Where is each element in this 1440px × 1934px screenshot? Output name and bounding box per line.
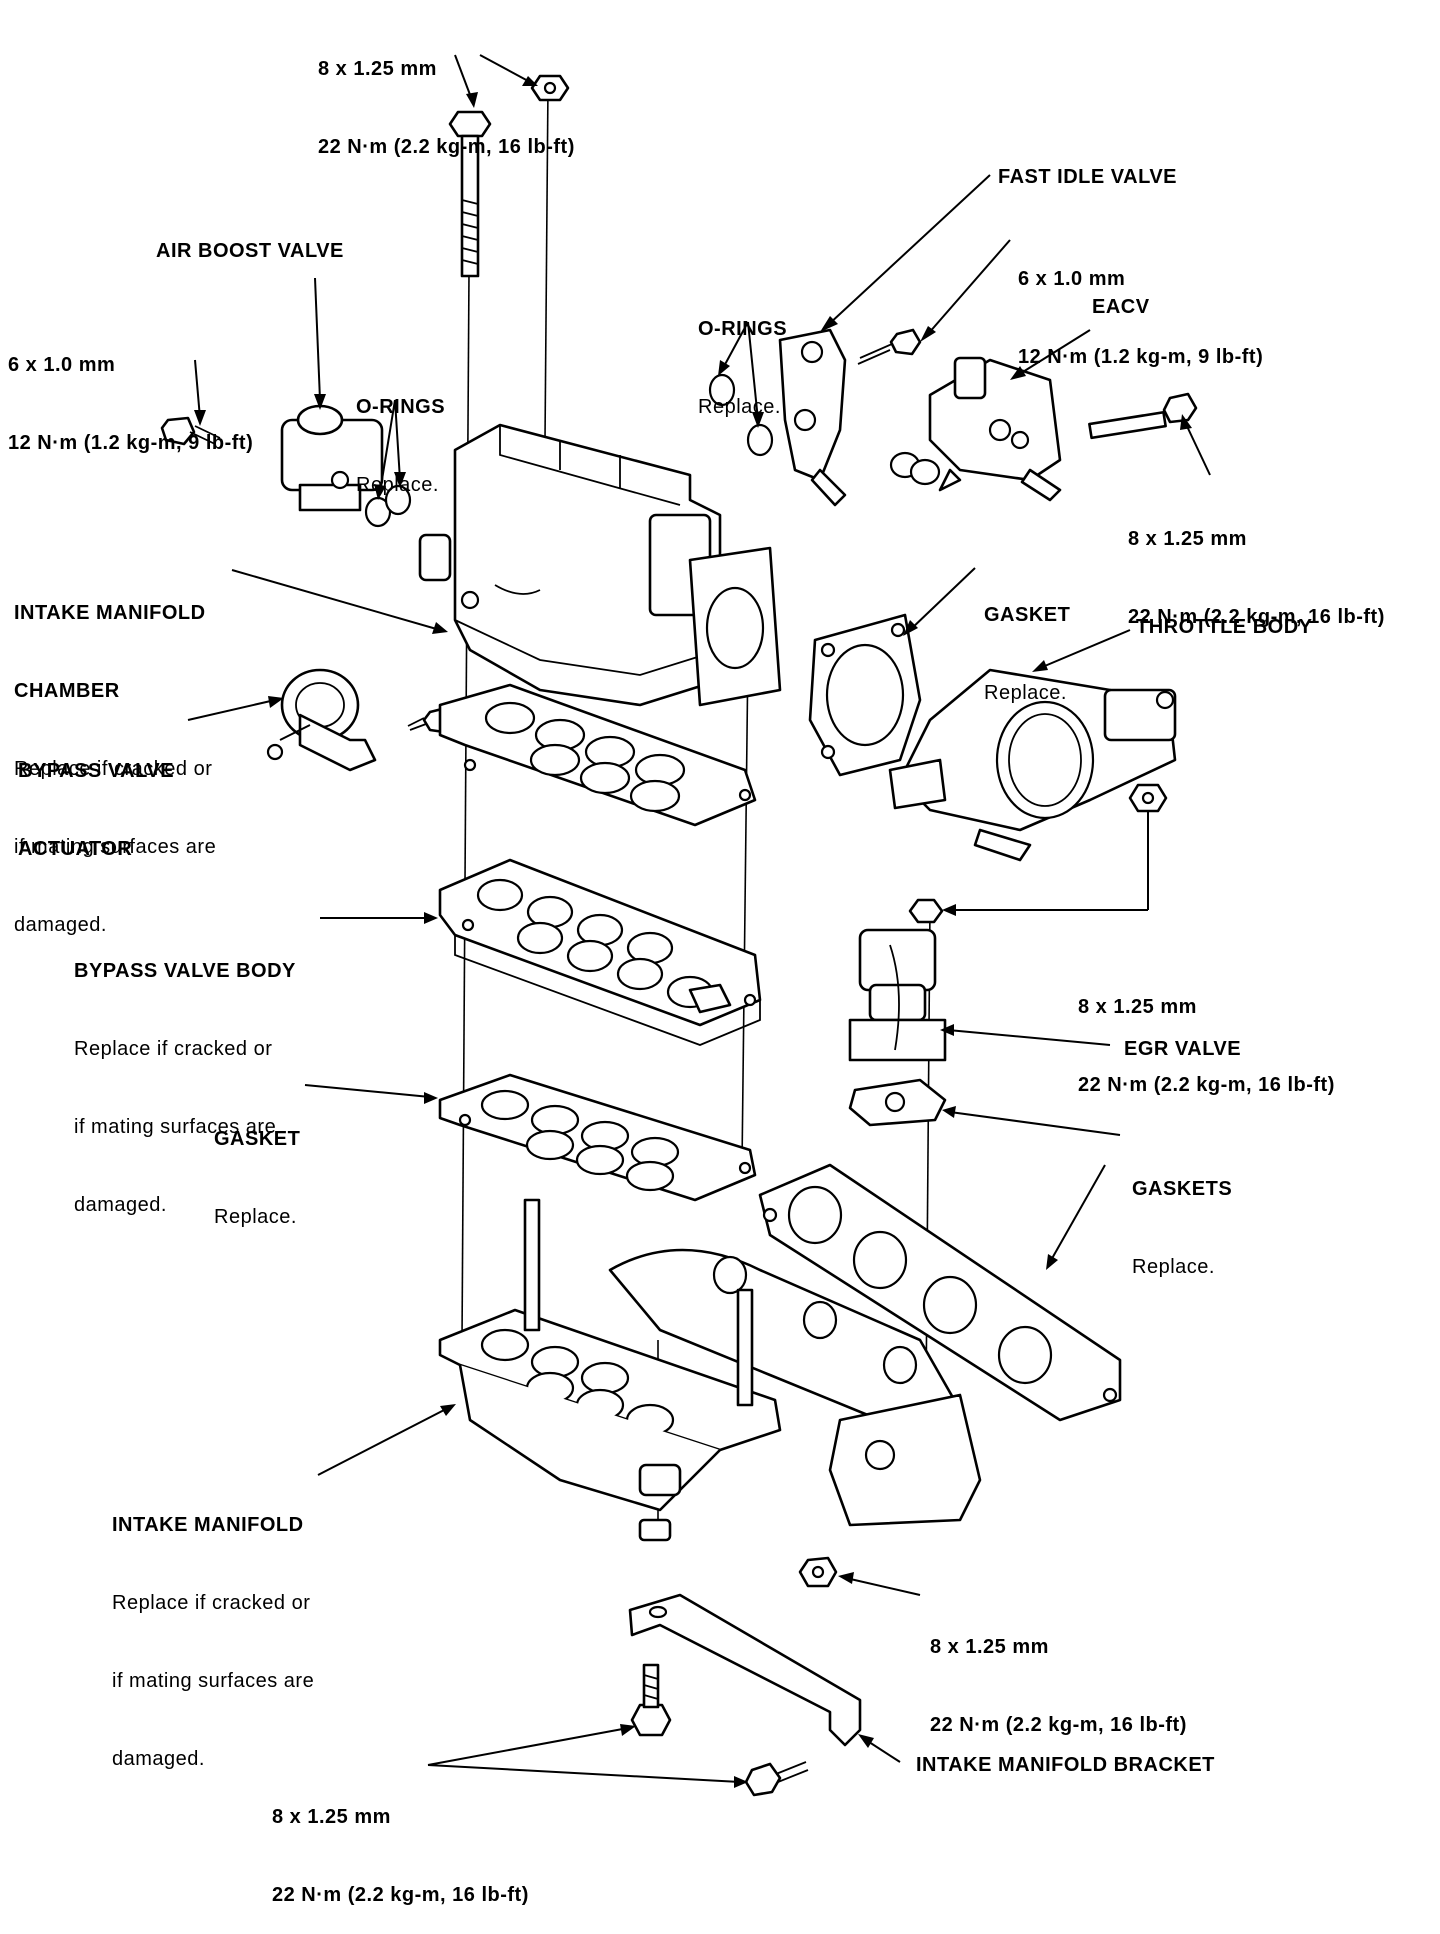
fast-idle-valve [778,328,847,507]
o-rings-right-note: Replace. [698,396,781,418]
label-gasket-middle: GASKET Replace. [214,1074,300,1256]
fast-idle-bolt [857,328,922,365]
fiv-bolt-torque: 12 N·m (1.2 kg-m, 9 lb-ft) [1018,346,1264,368]
bypass-actuator-title-2: ACTUATOR [18,838,133,860]
label-manifold-nut: 8 x 1.25 mm 22 N·m (2.2 kg-m, 16 lb-ft) [930,1582,1187,1764]
label-o-rings-left: O-RINGS Replace. [356,342,445,524]
intake-manifold [438,1198,982,1542]
gaskets-note: Replace. [1132,1256,1215,1278]
gasket-upper [438,683,757,827]
label-gaskets: GASKETS Replace. [1132,1124,1232,1306]
bracket-bolt-angled [744,1761,809,1797]
bracket-bolts-torque: 22 N·m (2.2 kg-m, 16 lb-ft) [272,1884,529,1906]
bracket-bolt-vertical [630,1663,672,1737]
o-rings-right [708,373,774,457]
abv-bolt-torque: 12 N·m (1.2 kg-m, 9 lb-ft) [8,432,254,454]
gaskets-title: GASKETS [1132,1178,1233,1200]
bracket-bolts-spec: 8 x 1.25 mm [272,1806,391,1828]
gasket-middle [438,1073,757,1202]
o-rings-left-title: O-RINGS [356,396,446,418]
label-gasket-throttle-body: GASKET Replace. [984,550,1070,732]
o-rings-right-title: O-RINGS [698,318,788,340]
bypass-body-note-1: Replace if cracked or [74,1038,273,1060]
throttle-body [888,668,1177,862]
o-rings-left-note: Replace. [356,474,439,496]
top-bolt [448,110,492,278]
gasket-mid-title: GASKET [214,1128,301,1150]
leader-lines [187,54,1211,1788]
label-bypass-valve-body: BYPASS VALVE BODY Replace if cracked or … [74,906,296,1244]
label-egr-valve: EGR VALVE [1124,1038,1242,1060]
chamber-note-2: if mating surfaces are [14,836,217,858]
throttle-body-nut [1128,783,1168,813]
intake-manifold-note-2: if mating surfaces are [112,1670,315,1692]
chamber-note-3: damaged. [14,914,107,936]
label-top-bolt: 8 x 1.25 mm 22 N·m (2.2 kg-m, 16 lb-ft) [318,4,575,186]
air-boost-bolt [160,416,221,446]
fiv-bolt-spec: 6 x 1.0 mm [1018,268,1126,290]
eacv [928,356,1062,502]
bypass-body-note-2: if mating surfaces are [74,1116,277,1138]
manifold-side-gaskets [758,1163,1122,1422]
tb-nut-torque: 22 N·m (2.2 kg-m, 16 lb-ft) [1078,1074,1335,1096]
diagram-artwork [160,54,1211,1797]
top-bolt-torque: 22 N·m (2.2 kg-m, 16 lb-ft) [318,136,575,158]
air-boost-valve [280,404,384,512]
label-tb-nut: 8 x 1.25 mm 22 N·m (2.2 kg-m, 16 lb-ft) [1078,942,1335,1124]
bypass-body-note-3: damaged. [74,1194,167,1216]
eacv-bolt-torque: 22 N·m (2.2 kg-m, 16 lb-ft) [1128,606,1385,628]
abv-bolt-spec: 6 x 1.0 mm [8,354,116,376]
intake-manifold-note-1: Replace if cracked or [112,1592,311,1614]
egr-valve [848,928,947,1062]
gasket-tb-title: GASKET [984,604,1071,626]
tb-nut-spec: 8 x 1.25 mm [1078,996,1197,1018]
label-fast-idle-valve: FAST IDLE VALVE [998,166,1177,188]
label-eacv: EACV [1092,296,1150,318]
exploded-diagram: 8 x 1.25 mm 22 N·m (2.2 kg-m, 16 lb-ft) … [8,4,1385,1906]
label-throttle-body: THROTTLE BODY [1136,616,1313,638]
label-bracket-bolts: 8 x 1.25 mm 22 N·m (2.2 kg-m, 16 lb-ft) [272,1752,529,1934]
gasket-tb-note: Replace. [984,682,1067,704]
chamber-title-2: CHAMBER [14,680,120,702]
intake-manifold-title: INTAKE MANIFOLD [112,1514,304,1536]
chamber-note-1: Replace if cracked or [14,758,213,780]
gasket-mid-note: Replace. [214,1206,297,1228]
intake-manifold-chamber [418,423,782,707]
eacv-o-rings [889,451,941,486]
manifold-nut-spec: 8 x 1.25 mm [930,1636,1049,1658]
label-intake-manifold: INTAKE MANIFOLD Replace if cracked or if… [112,1460,314,1798]
label-bypass-valve-actuator: BYPASS VALVE ACTUATOR [18,706,174,888]
label-air-boost-valve: AIR BOOST VALVE [156,240,344,262]
eacv-bolt-spec: 8 x 1.25 mm [1128,528,1247,550]
label-intake-manifold-bracket: INTAKE MANIFOLD BRACKET [916,1754,1215,1776]
bypass-valve-body [438,858,762,1046]
top-bolt-spec: 8 x 1.25 mm [318,58,437,80]
chamber-title-1: INTAKE MANIFOLD [14,602,206,624]
egr-nut [908,898,944,924]
gasket-throttle-body [808,613,922,777]
label-abv-bolt: 6 x 1.0 mm 12 N·m (1.2 kg-m, 9 lb-ft) [8,300,253,482]
label-intake-manifold-chamber: INTAKE MANIFOLD CHAMBER Replace if crack… [14,548,216,964]
top-nut [530,74,570,102]
manifold-nut-torque: 22 N·m (2.2 kg-m, 16 lb-ft) [930,1714,1187,1736]
eacv-bolt [1088,392,1198,440]
egr-gasket [848,1078,947,1127]
bypass-body-title: BYPASS VALVE BODY [74,960,296,982]
label-o-rings-right: O-RINGS Replace. [698,264,787,446]
intake-manifold-note-3: damaged. [112,1748,205,1770]
label-fiv-bolt: 6 x 1.0 mm 12 N·m (1.2 kg-m, 9 lb-ft) [1018,214,1263,396]
bypass-valve-actuator [266,668,377,772]
intake-manifold-bracket [628,1593,862,1747]
label-eacv-bolt: 8 x 1.25 mm 22 N·m (2.2 kg-m, 16 lb-ft) [1128,474,1385,656]
intake-manifold-nut [798,1556,838,1588]
bypass-actuator-title-1: BYPASS VALVE [18,760,175,782]
